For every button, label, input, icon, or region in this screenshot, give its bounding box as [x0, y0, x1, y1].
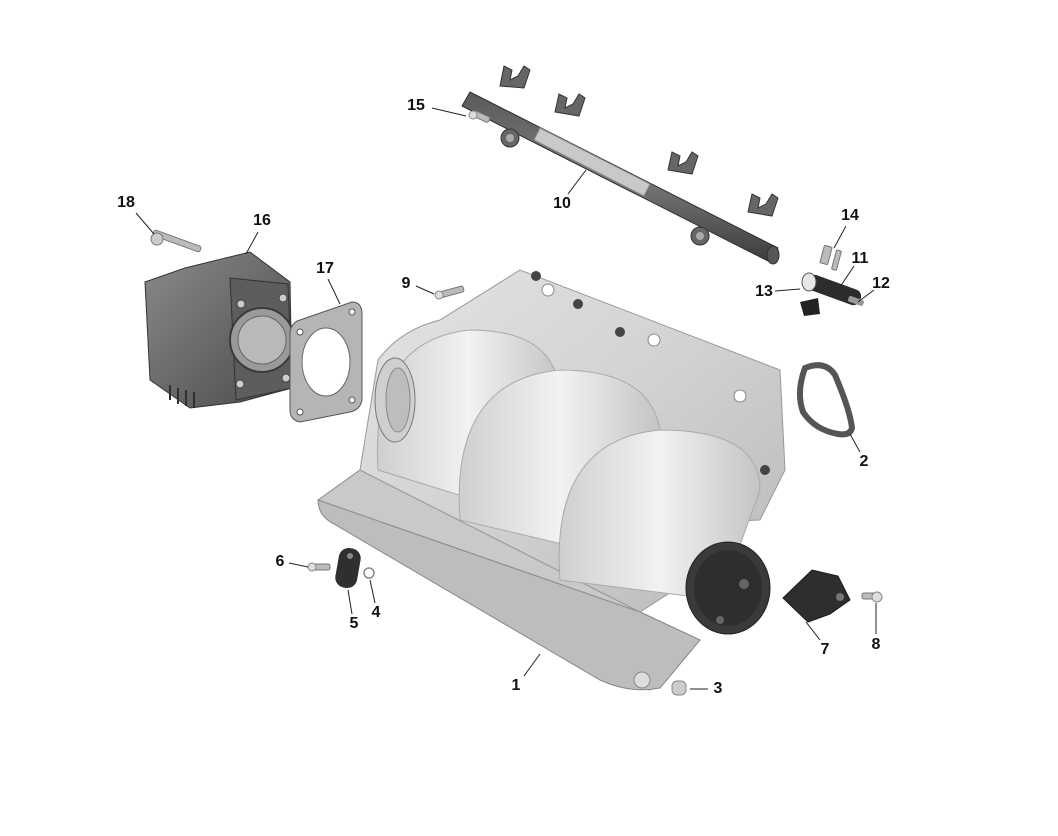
callout-10: 10	[553, 195, 571, 212]
injector-part	[800, 244, 864, 316]
screw-6-part	[307, 562, 331, 572]
callout-14: 14	[841, 207, 859, 224]
throttle-body-part	[144, 251, 295, 409]
callout-6: 6	[275, 553, 285, 570]
screw-15-part	[468, 110, 491, 123]
leader-lines	[135, 107, 877, 690]
callout-12: 12	[872, 275, 890, 292]
callout-9: 9	[401, 275, 411, 292]
fitting-18-part	[150, 229, 202, 253]
callout-17: 17	[316, 260, 334, 277]
seal-ring-part	[797, 362, 856, 438]
spacer-3-part	[671, 680, 687, 696]
callout-7: 7	[820, 641, 830, 658]
screw-8-part	[861, 591, 883, 603]
callout-16: 16	[253, 212, 271, 229]
fuel-rail-part	[461, 65, 780, 265]
screw-9-part	[434, 285, 465, 300]
callout-4: 4	[371, 604, 381, 621]
intake-manifold-part	[317, 269, 786, 691]
callout-18: 18	[117, 194, 135, 211]
o-ring-4-part	[363, 567, 375, 579]
callout-1: 1	[511, 677, 521, 694]
callout-11: 11	[851, 250, 869, 267]
callout-5: 5	[349, 615, 359, 632]
callout-3: 3	[713, 680, 723, 697]
callout-2: 2	[859, 453, 869, 470]
gasket-17-part	[289, 301, 363, 423]
callout-13: 13	[755, 283, 773, 300]
callout-15: 15	[407, 97, 425, 114]
sensor-5-part	[335, 547, 361, 589]
pressure-sensor-part	[782, 569, 851, 623]
callout-8: 8	[871, 636, 881, 653]
